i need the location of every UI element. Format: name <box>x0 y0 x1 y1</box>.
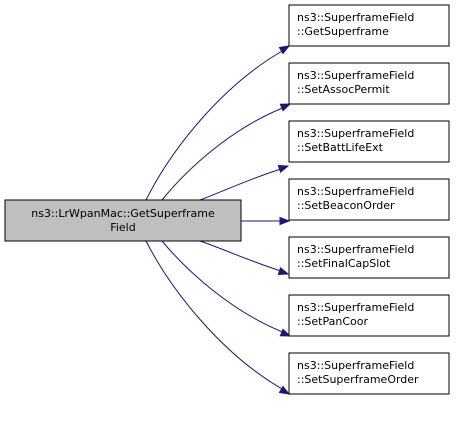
target-node[interactable]: ns3::SuperframeField::SetBattLifeExt <box>288 120 450 163</box>
target-node-label-line2: ::SetBeaconOrder <box>297 199 395 212</box>
target-node[interactable]: ns3::SuperframeField::GetSuperframe <box>288 4 450 47</box>
target-node-label-line1: ns3::SuperframeField <box>297 11 414 24</box>
target-node-label-line2: ::SetPanCoor <box>297 315 368 328</box>
target-node-label-line1: ns3::SuperframeField <box>297 69 414 82</box>
arrowhead-icon <box>277 266 290 276</box>
target-node-box <box>288 352 450 395</box>
arrowhead-icon <box>278 45 291 55</box>
target-nodes: ns3::SuperframeField::GetSuperframens3::… <box>288 4 450 395</box>
source-node-box <box>4 199 242 242</box>
arrowhead-icon <box>279 328 292 337</box>
target-node-box <box>288 120 450 163</box>
arrowhead-icon <box>279 103 292 112</box>
call-edge <box>145 49 285 201</box>
target-node-box <box>288 62 450 105</box>
target-node-label-line2: ::SetAssocPermit <box>297 83 390 96</box>
arrowhead-icon <box>277 164 290 174</box>
target-node-label-line2: ::SetBattLifeExt <box>297 141 384 154</box>
call-edge <box>161 240 286 334</box>
target-node-label-line1: ns3::SuperframeField <box>297 185 414 198</box>
target-node-box <box>288 4 450 47</box>
target-node-label-line1: ns3::SuperframeField <box>297 243 414 256</box>
target-node[interactable]: ns3::SuperframeField::SetBeaconOrder <box>288 178 450 221</box>
arrowhead-icon <box>279 216 291 226</box>
target-node-box <box>288 294 450 337</box>
target-node[interactable]: ns3::SuperframeField::SetPanCoor <box>288 294 450 337</box>
source-node[interactable]: ns3::LrWpanMac::GetSuperframe Field <box>4 199 242 242</box>
target-node[interactable]: ns3::SuperframeField::SetFinalCapSlot <box>288 236 450 279</box>
target-node-box <box>288 178 450 221</box>
arrowhead-icon <box>278 385 291 395</box>
target-node-box <box>288 236 450 279</box>
target-node-label-line1: ns3::SuperframeField <box>297 301 414 314</box>
call-edges <box>145 45 292 395</box>
target-node-label-line2: ::GetSuperframe <box>297 25 389 38</box>
call-edge <box>161 106 286 201</box>
target-node-label-line2: ::SetFinalCapSlot <box>297 257 391 270</box>
target-node-label-line1: ns3::SuperframeField <box>297 359 414 372</box>
source-node-label-line1: ns3::LrWpanMac::GetSuperframe <box>31 207 215 220</box>
target-node-label-line2: ::SetSuperframeOrder <box>297 373 419 386</box>
target-node-label-line1: ns3::SuperframeField <box>297 127 414 140</box>
target-node[interactable]: ns3::SuperframeField::SetAssocPermit <box>288 62 450 105</box>
target-node[interactable]: ns3::SuperframeField::SetSuperframeOrder <box>288 352 450 395</box>
call-edge <box>199 168 282 201</box>
call-edge <box>199 240 282 272</box>
call-edge <box>145 240 285 391</box>
source-node-label-line2: Field <box>110 221 135 234</box>
